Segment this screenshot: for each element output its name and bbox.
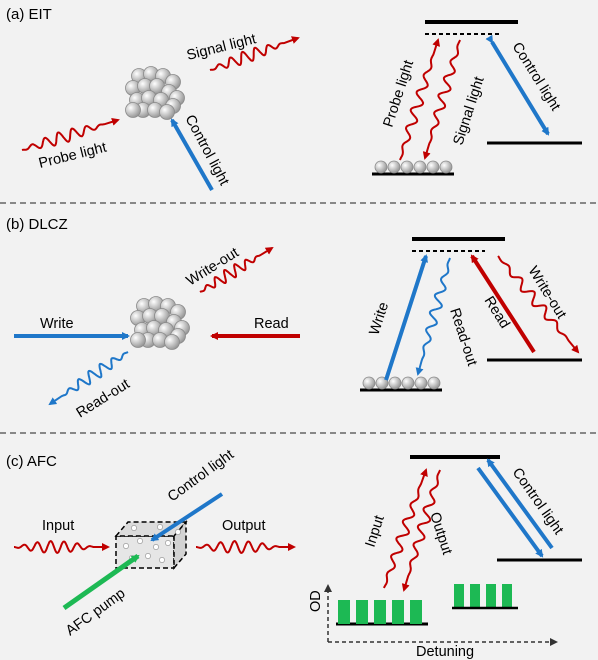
dopant [137, 538, 143, 544]
control-light-transition-label: Control light [509, 40, 564, 114]
read-out-transition [415, 257, 451, 376]
atom [375, 376, 389, 390]
atom [400, 160, 414, 174]
atom [426, 160, 440, 174]
afc-tooth [338, 600, 350, 624]
input-transition [383, 468, 428, 589]
read-transition [470, 254, 536, 354]
dopant [157, 524, 163, 530]
write-label: Write [40, 316, 74, 332]
write-transition [384, 254, 428, 381]
control-light-transition-2 [486, 458, 554, 550]
input-label: Input [42, 518, 74, 534]
panel-afc: (c) AFC Input Output Control light AFC p… [6, 447, 582, 660]
dopant [165, 540, 171, 546]
input-wave [14, 540, 110, 554]
atom [374, 160, 388, 174]
od-axis-label: OD [308, 590, 324, 612]
afc-tooth [486, 584, 496, 608]
detuning-axis-label: Detuning [416, 644, 474, 660]
panel-title-afc: (c) AFC [6, 453, 57, 470]
atom [427, 376, 441, 390]
probe-light-wave [21, 117, 120, 151]
probe-light-label: Probe light [37, 140, 108, 172]
dopant [175, 529, 181, 535]
afc-tooth [374, 600, 386, 624]
panel-dlcz: (b) DLCZ Write Read Write-out Read-out W… [6, 216, 582, 421]
dopant [159, 557, 165, 563]
dopant [123, 543, 129, 549]
signal-light-wave [209, 36, 300, 71]
probe-light-transition-label: Probe light [381, 58, 418, 129]
output-transition-label: Output [426, 510, 455, 556]
write-out-transition-label: Write-out [525, 264, 570, 322]
atom [125, 102, 141, 118]
atom [439, 160, 453, 174]
atom [164, 334, 180, 350]
write-out-wave [199, 246, 274, 293]
dopant [131, 525, 137, 531]
atom [401, 376, 415, 390]
afc-comb [338, 584, 518, 624]
control-light-transition-1 [476, 466, 544, 558]
atom [387, 160, 401, 174]
panel-eit: (a) EIT Probe light Signal light Control… [6, 6, 582, 191]
atom-cloud [125, 66, 185, 120]
output-transition [401, 469, 441, 592]
atom [413, 160, 427, 174]
write-transition-label: Write [367, 300, 393, 337]
afc-crystal [114, 519, 188, 571]
probe-light-transition [399, 38, 441, 161]
afc-tooth [356, 600, 368, 624]
afc-tooth [470, 584, 480, 608]
output-wave [196, 540, 296, 554]
ground-atoms [374, 160, 453, 174]
atom-cloud [130, 296, 190, 350]
atom [130, 332, 146, 348]
signal-light-label: Signal light [185, 31, 258, 64]
control-light-label: Control light [165, 447, 237, 505]
signal-light-transition-label: Signal light [451, 75, 488, 147]
dopant [153, 544, 159, 550]
atom [159, 104, 175, 120]
atom [362, 376, 376, 390]
afc-pump-arrow [62, 553, 140, 611]
ground-atoms [362, 376, 441, 390]
afc-tooth [454, 584, 464, 608]
write-out-label: Write-out [184, 245, 242, 290]
control-light-arrow [150, 492, 224, 542]
panel-title-eit: (a) EIT [6, 6, 52, 23]
read-out-transition-label: Read-out [446, 306, 480, 368]
panel-title-dlcz: (b) DLCZ [6, 216, 68, 233]
read-label: Read [254, 316, 289, 332]
atom [388, 376, 402, 390]
afc-pump-label: AFC pump [63, 586, 128, 640]
read-out-label: Read-out [74, 376, 133, 421]
control-light-arrow [170, 118, 214, 191]
read-out-wave [48, 351, 129, 406]
input-transition-label: Input [363, 514, 388, 550]
write-out-transition [497, 255, 580, 354]
output-label: Output [222, 518, 266, 534]
afc-tooth [392, 600, 404, 624]
atom [414, 376, 428, 390]
afc-tooth [502, 584, 512, 608]
dopant [145, 553, 151, 559]
afc-tooth [410, 600, 422, 624]
control-light-transition [485, 34, 550, 136]
signal-light-transition [422, 39, 461, 160]
